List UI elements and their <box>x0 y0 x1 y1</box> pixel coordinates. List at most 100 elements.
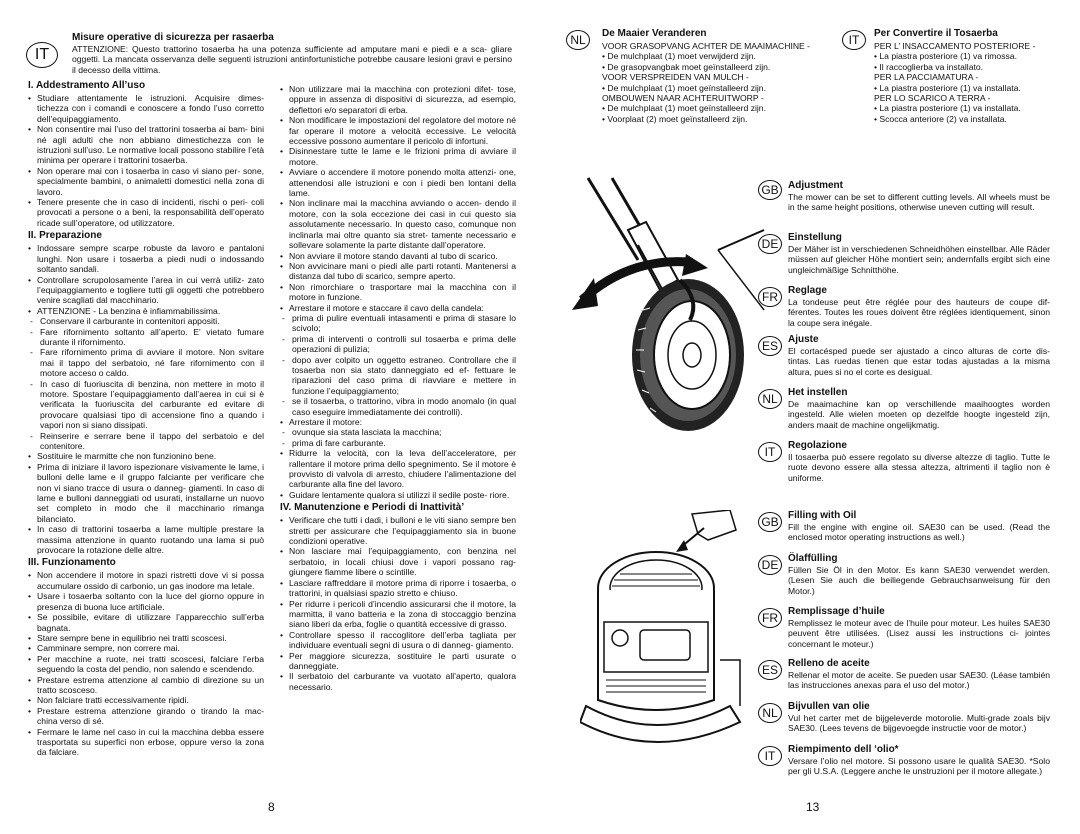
intro-warning: ATTENZIONE: Questo trattorino tosaerba h… <box>72 44 512 75</box>
list-item: Disinnestare tutte le lame e le frizioni… <box>280 146 516 167</box>
section-title: Ölaffülling <box>788 553 838 564</box>
section-title: III. Funzionamento <box>28 557 116 569</box>
left-column-1: I. Addestramento All’uso Studiare attent… <box>28 80 264 758</box>
section-body: Vul het carter met de bijgeleverde motor… <box>788 713 1050 734</box>
adjust-section-nl: Het instellen De maaimachine kan op vers… <box>788 387 1050 430</box>
section-body: Füllen Sie Öl in den Motor. Es kann SAE3… <box>788 565 1050 596</box>
section-title: Remplissage d’huile <box>788 606 885 617</box>
section-body: The mower can be set to different cuttin… <box>788 192 1050 213</box>
text-line: VOOR VERSPREIDEN VAN MULCH - <box>602 72 749 83</box>
section-title: Einstellung <box>788 232 842 243</box>
list-item: Non rimorchiare o trasportare mai la mac… <box>280 282 516 303</box>
list-item: Non operare mai con i tosaerba in caso v… <box>28 166 264 197</box>
list-item: Controllare scrupolosamente l’area in cu… <box>28 275 264 306</box>
list-item: Se possibile, evitare di utilizzare l’ap… <box>28 612 264 633</box>
lang-badge-fr: FR <box>758 287 782 307</box>
lang-badge-nl: NL <box>566 30 590 50</box>
lang-badge-nl-adjust: NL <box>758 389 782 409</box>
section-title: Bijvullen van olie <box>788 701 870 712</box>
oil-section-it: Riempimento dell ‘olio* Versare l’olio n… <box>788 744 1050 777</box>
convert-title-it: Per Convertire il Tosaerba <box>874 28 998 39</box>
section-body: Remplissez le moteur avec de l’huile pou… <box>788 618 1050 649</box>
list-item: Controllare spesso il raccoglitore dell’… <box>280 630 516 651</box>
list-item: Prestare estrema attenzione girando o ti… <box>28 706 264 727</box>
text-line: • Voorplaat (2) moet geïnstalleerd zijn. <box>602 113 748 124</box>
section-title: II. Preparazione <box>28 230 102 242</box>
list-item: Arrestare il motore e staccare il cavo d… <box>280 303 516 314</box>
lang-badge-it-adjust: IT <box>758 442 782 462</box>
adjust-section-fr: Reglage La tondeuse peut être réglée pou… <box>788 285 1050 328</box>
list-item: Prestare estrema attenzione al cambio di… <box>28 675 264 696</box>
list-item: In caso di trattorini tosaerba a lame mu… <box>28 524 264 555</box>
lang-badge-de: DE <box>758 234 782 254</box>
section-body: La tondeuse peut être réglée pour des ha… <box>788 297 1050 328</box>
lang-badge-es: ES <box>758 336 782 356</box>
section-body: Fill the engine with engine oil. SAE30 c… <box>788 522 1050 543</box>
adjust-section-gb: Adjustment The mower can be set to diffe… <box>788 180 1050 213</box>
section-body: Versare l’olio nel motore. Si possono us… <box>788 756 1050 777</box>
page-number-right: 13 <box>806 800 820 814</box>
list-item: Conservare il carburante in contenitori … <box>28 316 264 327</box>
lang-badge-nl-oil: NL <box>758 703 782 723</box>
text-line: PER L’ INSACCAMENTO POSTERIORE - <box>874 41 1036 51</box>
wheel-height-adjust-illustration <box>572 177 765 431</box>
list-item: Il serbatoio del carburante va vuotato a… <box>280 671 516 692</box>
section-title: IV. Manutenzione e Periodi di Inattività… <box>280 502 465 514</box>
text-line: VOOR GRASOPVANG ACHTER DE MAAIMACHINE - <box>602 41 811 51</box>
section-title: Filling with Oil <box>788 510 857 521</box>
list-item: Non consentire mai l’uso del trattorini … <box>28 124 264 166</box>
page-title: Misure operative di sicurezza per rasaer… <box>72 32 274 43</box>
list-item: Non accendere il motore in spazi ristret… <box>28 570 264 591</box>
list-item: Non modificare le impostazioni del regol… <box>280 115 516 146</box>
section-title: Het instellen <box>788 387 848 398</box>
left-column-2: Non utilizzare mai la macchina con prote… <box>280 84 516 692</box>
text-line: • La piastra posteriore (1) va rimossa. <box>874 51 1017 62</box>
section-title: Adjustment <box>788 180 843 191</box>
list-item: Non avvicinare mani o piedi alle parti r… <box>280 261 516 282</box>
section-body: Il tosaerba può essere regolato su diver… <box>788 452 1050 483</box>
list-item: se il tosaerba, o trattorino, vibra in m… <box>280 396 516 417</box>
list-item: ovunque sia stata lasciata la macchina; <box>280 427 516 438</box>
oil-section-de: Ölaffülling Füllen Sie Öl in den Motor. … <box>788 553 1050 596</box>
list-item: Usare i tosaerba soltanto con la luce de… <box>28 591 264 612</box>
list-item: Non inclinare mai la macchina avviando o… <box>280 198 516 250</box>
list-item: Verificare che tutti i dadi, i bulloni e… <box>280 515 516 546</box>
convert-block-it: PER L’ INSACCAMENTO POSTERIORE - • La pi… <box>874 41 1064 124</box>
list-item: Per macchine a ruote, nei tratti scosces… <box>28 654 264 675</box>
convert-block-nl: VOOR GRASOPVANG ACHTER DE MAAIMACHINE - … <box>602 41 852 124</box>
adjust-section-es: Ajuste El cortacésped puede ser ajustado… <box>788 334 1050 377</box>
list-item: Reinserire e serrare bene il tappo del s… <box>28 431 264 452</box>
section-title: Regolazione <box>788 440 847 451</box>
adjust-section-de: Einstellung Der Mäher ist in verschieden… <box>788 232 1050 275</box>
section-body: De maaimachine kan op verschillende maai… <box>788 399 1050 430</box>
convert-title-nl: De Maaier Veranderen <box>602 28 707 39</box>
lang-badge-fr-oil: FR <box>758 608 782 628</box>
list-item: Non lasciare mai l’equipaggiamento, con … <box>280 546 516 577</box>
lang-badge-gb: GB <box>758 180 782 200</box>
list-item: prima di fare carburante. <box>280 438 516 449</box>
list-item: Camminare sempre, non correre mai. <box>28 643 264 654</box>
section-title: Reglage <box>788 285 827 296</box>
section-body: El cortacésped puede ser ajustado a cinc… <box>788 346 1050 377</box>
list-item: In caso di fuoriuscita di benzina, non m… <box>28 379 264 431</box>
text-line: PER LO SCARICO A TERRA - <box>874 93 991 104</box>
list-item: prima di interventi o controlli sul tosa… <box>280 334 516 355</box>
list-item: dopo aver colpito un oggetto estraneo. C… <box>280 355 516 397</box>
text-line: • La piastra posteriore (1) va installat… <box>874 82 1021 93</box>
lang-badge-es-oil: ES <box>758 660 782 680</box>
list-item: Non utilizzare mai la macchina con prote… <box>280 84 516 115</box>
page-number-left: 8 <box>268 800 275 814</box>
list-item: Per ridurre i pericoli d’incendio assicu… <box>280 599 516 630</box>
section-title: Ajuste <box>788 334 819 345</box>
text-line: • Scocca anteriore (2) va installata. <box>874 113 1007 124</box>
section-body: Der Mäher ist in verschiedenen Schneidhö… <box>788 244 1050 275</box>
text-line: • De mulchplaat (1) moet geïnstalleerd z… <box>602 82 766 93</box>
list-item: Non falciare tratti eccessivamente ripid… <box>28 695 264 706</box>
lang-badge-gb-oil: GB <box>758 512 782 532</box>
list-item: Per maggiore sicurezza, sostituire le pa… <box>280 651 516 672</box>
text-line: • Il raccoglierba va installato. <box>874 61 984 72</box>
text-line: OMBOUWEN NAAR ACHTERUITWORP - <box>602 93 764 104</box>
section-title: I. Addestramento All’uso <box>28 80 146 91</box>
list-item: ATTENZIONE - La benzina è infiammabiliss… <box>28 306 264 317</box>
section-title: Riempimento dell ‘olio* <box>788 744 899 755</box>
